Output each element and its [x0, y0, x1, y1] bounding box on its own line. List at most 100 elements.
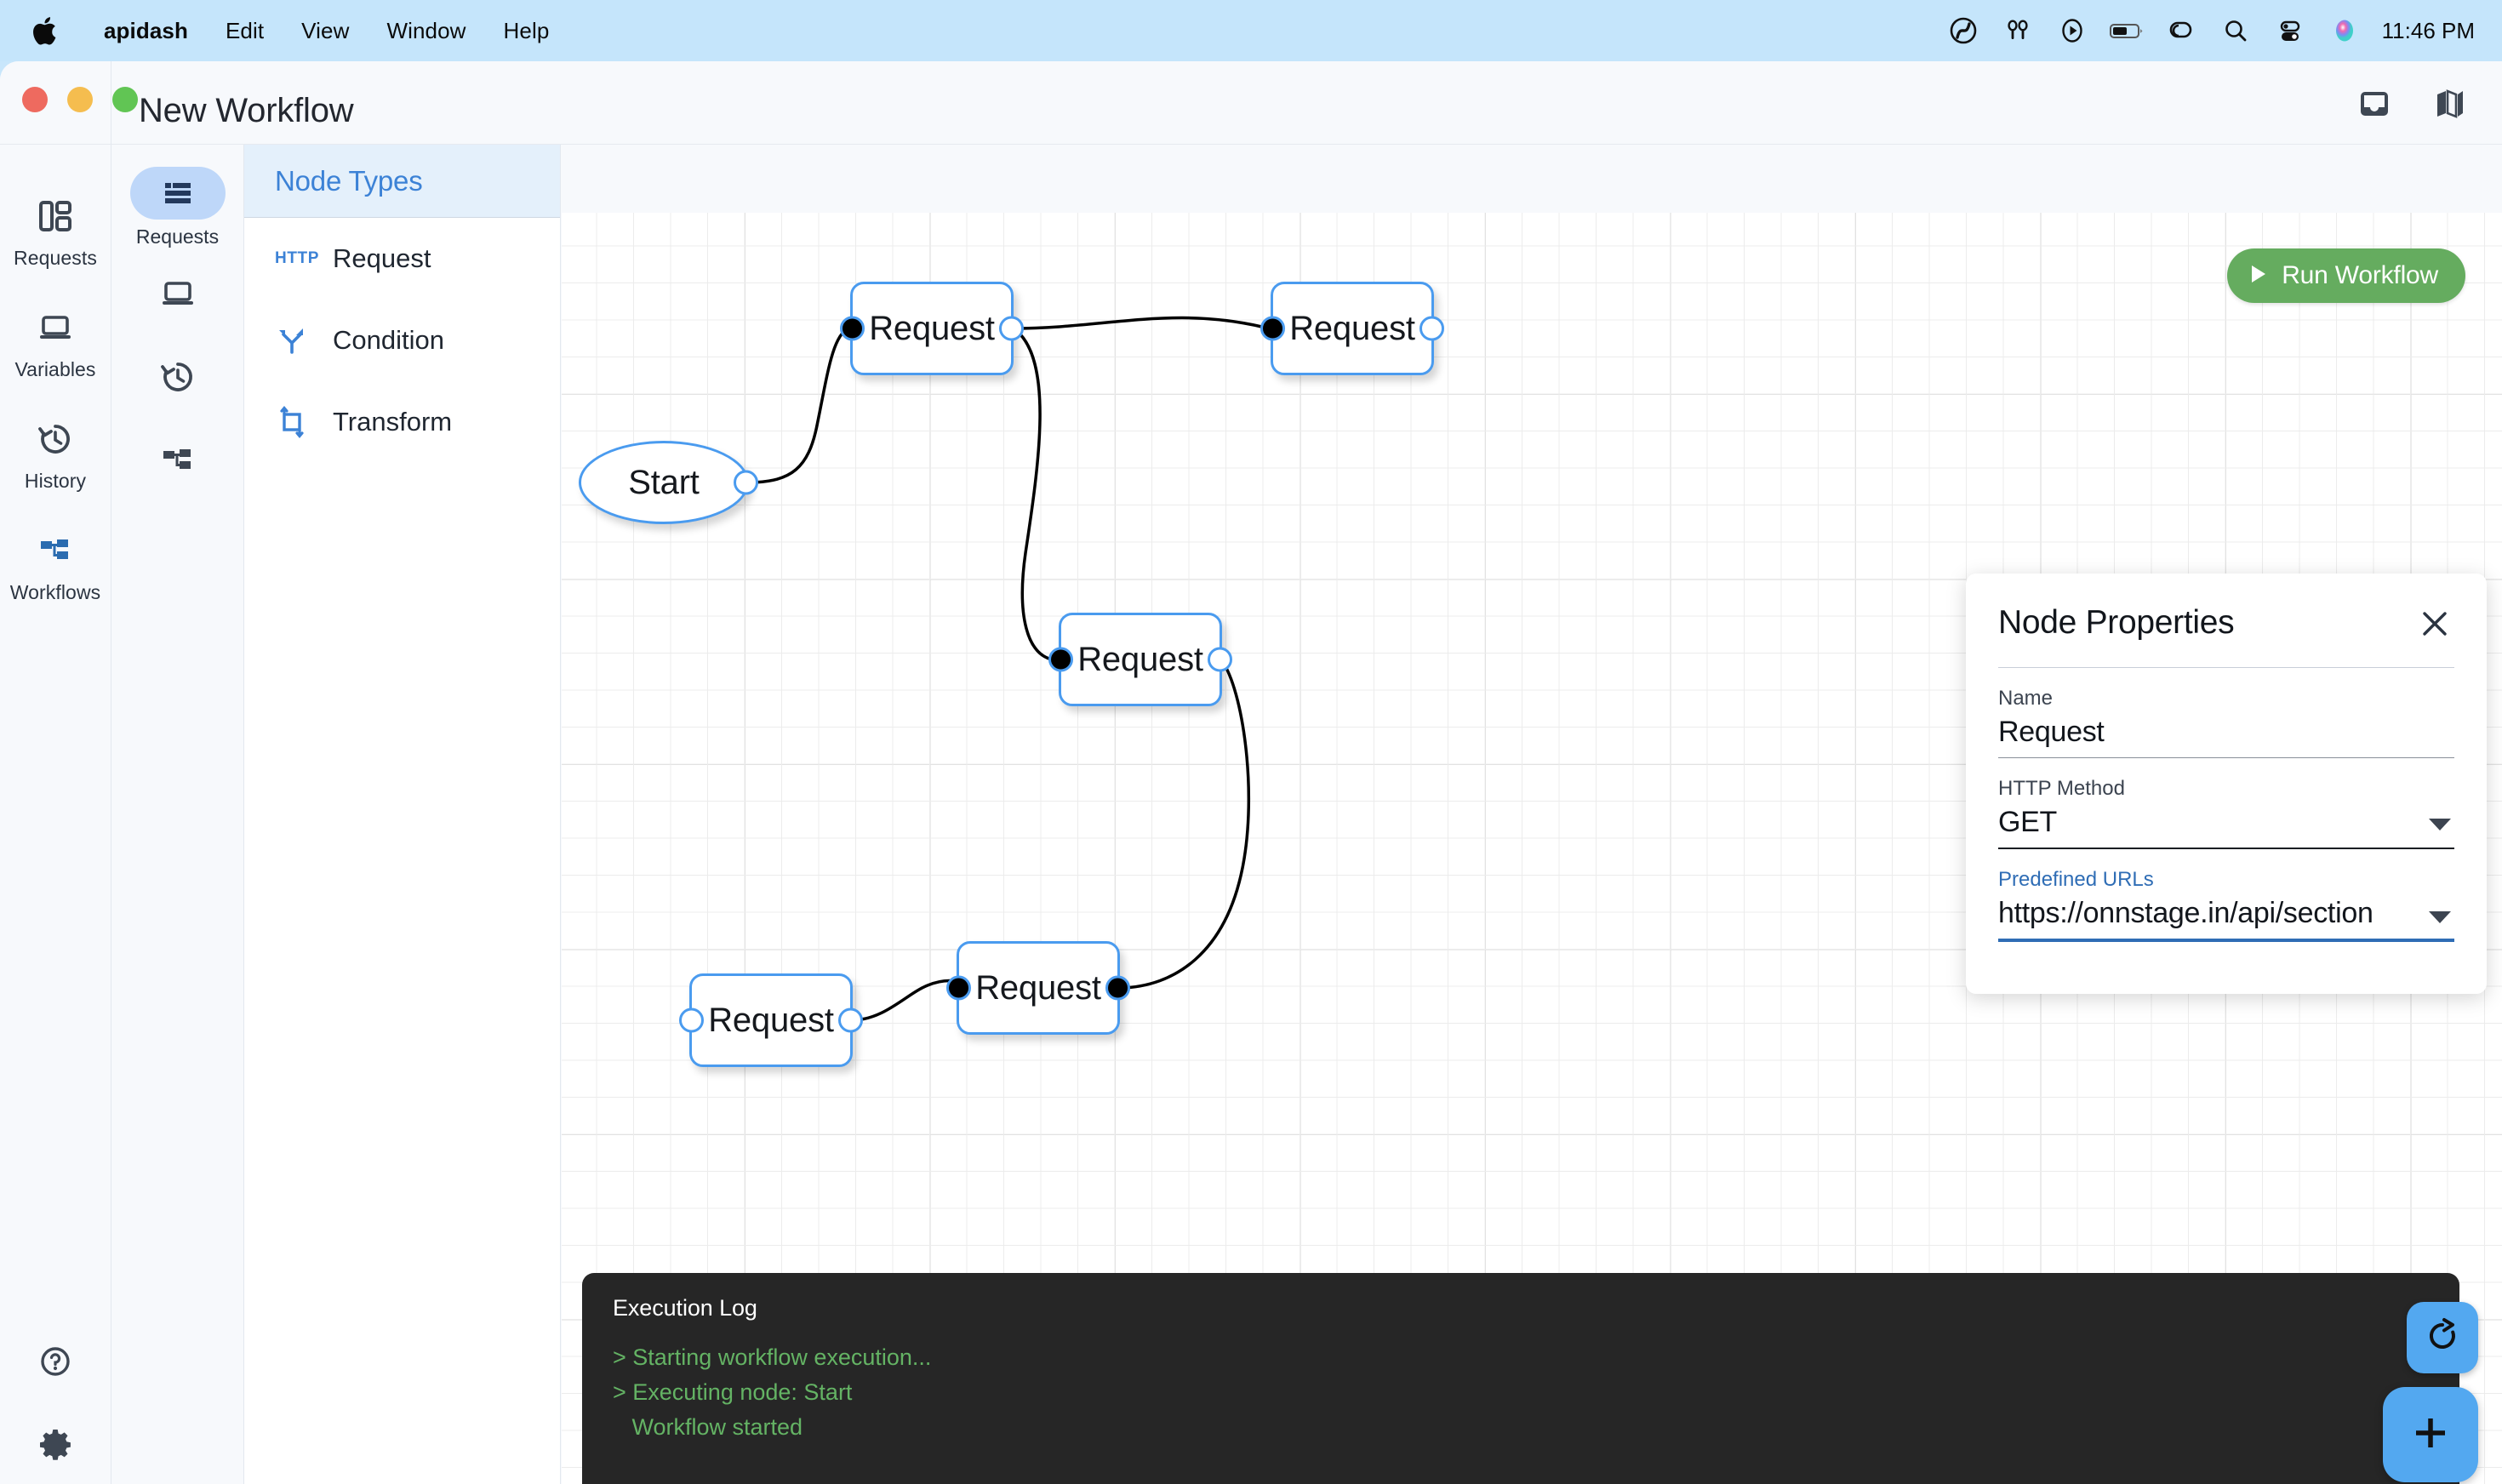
log-line: > Executing node: Start — [613, 1379, 853, 1405]
node-type-label-request: Request — [333, 243, 431, 273]
airpods-icon[interactable] — [1991, 12, 2045, 49]
node-type-label-transform: Transform — [333, 407, 453, 437]
workflow-node-request-4[interactable]: Request — [946, 941, 1130, 1035]
icon-column-label-requests: Requests — [135, 225, 220, 248]
node-type-condition[interactable]: Condition — [244, 300, 560, 381]
panel-bottom-icon[interactable] — [2352, 82, 2396, 126]
node-output-port[interactable] — [734, 470, 758, 495]
icon-column-item-history[interactable] — [130, 351, 226, 403]
help-circle-icon[interactable] — [37, 1338, 74, 1385]
predefined-urls-select[interactable]: https://onnstage.in/api/section — [1998, 897, 2373, 929]
sidebar-item-history[interactable]: History — [0, 415, 111, 493]
node-label-request: Request — [1077, 640, 1203, 678]
sidebar-label-variables: Variables — [14, 358, 96, 380]
node-output-port[interactable] — [1208, 647, 1232, 672]
log-line: > Starting workflow execution... — [613, 1344, 932, 1370]
chevron-down-icon[interactable] — [2429, 819, 2451, 830]
zoom-window-button[interactable] — [112, 87, 138, 112]
screen-mirroring-icon[interactable] — [2154, 12, 2208, 49]
field-underline — [1998, 939, 2454, 942]
sidebar-label-requests: Requests — [14, 247, 97, 269]
http-icon: HTTP — [275, 249, 328, 268]
name-input[interactable]: Request — [1998, 716, 2105, 748]
list-icon — [129, 167, 226, 220]
menubar-item-help[interactable]: Help — [503, 17, 550, 43]
rail-bottom-actions — [0, 1338, 111, 1469]
execution-log-panel: Execution Log > Starting workflow execut… — [582, 1273, 2459, 1484]
field-http-method: HTTP Method GET — [1998, 777, 2454, 849]
app-window: New Workflow Requests Variables — [0, 61, 2502, 1484]
sidebar-item-variables[interactable]: Variables — [0, 304, 111, 381]
menubar-item-apidash[interactable]: apidash — [104, 17, 188, 43]
battery-icon[interactable] — [2099, 12, 2154, 49]
workflow-node-start[interactable]: Start — [579, 441, 758, 524]
icon-column-item-workflows[interactable] — [130, 434, 226, 487]
node-label-request: Request — [708, 1001, 834, 1039]
close-icon[interactable] — [2415, 604, 2454, 643]
creative-cloud-icon[interactable] — [1936, 12, 1991, 49]
node-properties-header: Node Properties — [1998, 604, 2454, 643]
gear-icon[interactable] — [37, 1421, 74, 1469]
refresh-fab[interactable] — [2407, 1302, 2478, 1373]
plus-icon — [2408, 1411, 2453, 1459]
field-name: Name Request — [1998, 687, 2454, 758]
node-label-request: Request — [975, 968, 1101, 1007]
node-input-port[interactable] — [679, 1007, 704, 1033]
play-icon — [2249, 264, 2268, 288]
node-types-header: Node Types — [244, 145, 560, 218]
field-underline — [1998, 848, 2454, 849]
node-output-port[interactable] — [1420, 316, 1444, 341]
workflow-node-request-1[interactable]: Request — [840, 282, 1024, 375]
chevron-down-icon[interactable] — [2429, 911, 2451, 923]
node-properties-panel: Node Properties Name Request HTTP Method… — [1966, 574, 2487, 994]
secondary-icon-column: Requests — [111, 145, 243, 1484]
workflow-node-request-5[interactable]: Request — [679, 973, 863, 1067]
sidebar-label-history: History — [24, 470, 87, 492]
sidebar-item-requests[interactable]: Requests — [0, 192, 111, 270]
properties-divider — [1998, 667, 2454, 668]
node-output-port[interactable] — [838, 1007, 863, 1033]
field-predefined-urls: Predefined URLs https://onnstage.in/api/… — [1998, 868, 2454, 942]
page-title: New Workflow — [139, 92, 354, 129]
sidebar-item-workflows[interactable]: Workflows — [0, 527, 111, 604]
workflow-node-request-2[interactable]: Request — [1260, 282, 1444, 375]
siri-icon[interactable] — [2317, 12, 2372, 49]
run-workflow-button[interactable]: Run Workflow — [2227, 248, 2465, 303]
node-input-port[interactable] — [1260, 316, 1285, 341]
log-line: Workflow started — [613, 1414, 803, 1440]
workflow-node-request-3[interactable]: Request — [1048, 613, 1232, 706]
node-output-port[interactable] — [1105, 975, 1130, 1001]
menubar-item-view[interactable]: View — [301, 17, 350, 43]
apple-logo-icon[interactable] — [29, 12, 63, 49]
close-window-button[interactable] — [22, 87, 48, 112]
play-circle-icon[interactable] — [2045, 12, 2099, 49]
map-icon[interactable] — [2427, 82, 2471, 126]
macos-menubar: apidash Edit View Window Help 11:46 PM — [0, 0, 2502, 61]
workflow-icon — [37, 527, 74, 574]
minimize-window-button[interactable] — [67, 87, 93, 112]
icon-column-item-variables[interactable] — [130, 267, 226, 320]
node-label-start: Start — [628, 463, 700, 501]
window-titlebar: New Workflow — [0, 61, 2502, 145]
search-icon[interactable] — [2208, 12, 2263, 49]
node-input-port[interactable] — [840, 316, 865, 341]
node-output-port[interactable] — [999, 316, 1024, 341]
node-input-port[interactable] — [1048, 647, 1073, 672]
titlebar-actions — [2352, 82, 2471, 126]
add-fab[interactable] — [2383, 1387, 2478, 1482]
icon-column-item-requests[interactable]: Requests — [129, 167, 226, 248]
node-type-transform[interactable]: Transform — [244, 381, 560, 463]
transform-icon — [275, 405, 328, 439]
node-input-port[interactable] — [946, 975, 971, 1001]
http-method-select[interactable]: GET — [1998, 806, 2057, 838]
icon-column-divider — [243, 145, 244, 1484]
branch-icon — [275, 323, 328, 357]
node-type-request[interactable]: HTTP Request — [244, 218, 560, 300]
history-icon — [37, 415, 74, 463]
control-center-icon[interactable] — [2263, 12, 2317, 49]
menubar-clock: 11:46 PM — [2381, 17, 2475, 43]
field-label-name: Name — [1998, 687, 2054, 710]
menubar-item-window[interactable]: Window — [386, 17, 466, 43]
node-properties-title: Node Properties — [1998, 604, 2235, 641]
menubar-item-edit[interactable]: Edit — [225, 17, 265, 43]
